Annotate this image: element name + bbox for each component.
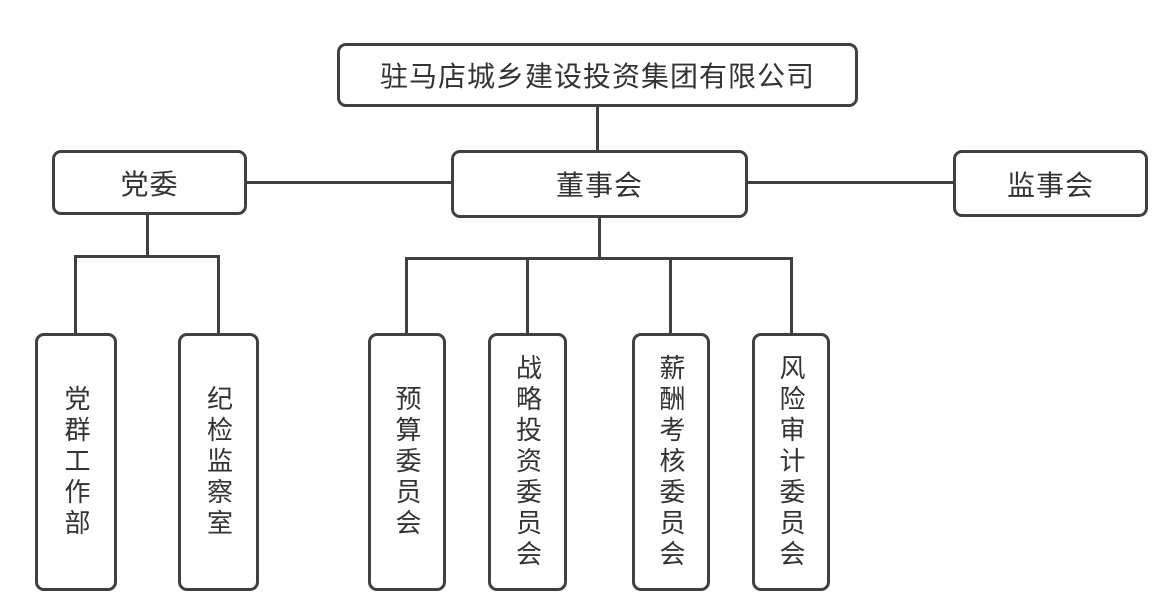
org-node-strategic-investment-committee: 战略投资委员会 [488,333,567,591]
connector-board-drop-3 [669,257,672,333]
org-node-board-of-directors: 董事会 [451,150,748,218]
org-node-risk-audit-committee-label: 风险审计委员会 [776,353,806,571]
connector-board-drop-1 [405,257,408,333]
connector-board-drop-2 [526,257,529,333]
connector-party-drop-2 [217,255,220,333]
org-node-strategic-investment-committee-label: 战略投资委员会 [512,353,543,571]
org-node-party-committee-label: 党委 [120,168,179,200]
connector-company-to-board [596,107,599,150]
org-node-discipline-inspection-office-label: 纪检监察室 [203,384,234,540]
connector-board-stem [598,218,601,260]
connector-board-rail [405,257,793,260]
org-node-supervisory-board: 监事会 [953,150,1148,217]
org-node-budget-committee-label: 预算委员会 [392,384,422,540]
org-node-company: 驻马店城乡建设投资集团有限公司 [337,43,858,107]
connector-party-rail [74,255,220,258]
connector-party-to-board [247,181,451,184]
org-node-budget-committee: 预算委员会 [368,333,446,591]
connector-party-stem [146,215,149,258]
org-node-party-mass-work-dept: 党群工作部 [35,333,117,591]
connector-board-to-supervisory [748,181,953,184]
org-node-party-mass-work-dept-label: 党群工作部 [61,384,91,540]
org-node-compensation-assessment-committee-label: 薪酬考核委员会 [656,353,686,571]
org-node-discipline-inspection-office: 纪检监察室 [178,333,259,591]
connector-board-drop-4 [790,257,793,333]
org-node-company-label: 驻马店城乡建设投资集团有限公司 [379,61,815,92]
connector-party-drop-1 [74,255,77,333]
org-node-board-of-directors-label: 董事会 [555,170,643,201]
org-node-party-committee: 党委 [52,150,247,215]
org-node-risk-audit-committee: 风险审计委员会 [752,333,830,591]
org-node-supervisory-board-label: 监事会 [1006,169,1094,201]
org-node-compensation-assessment-committee: 薪酬考核委员会 [632,333,710,591]
